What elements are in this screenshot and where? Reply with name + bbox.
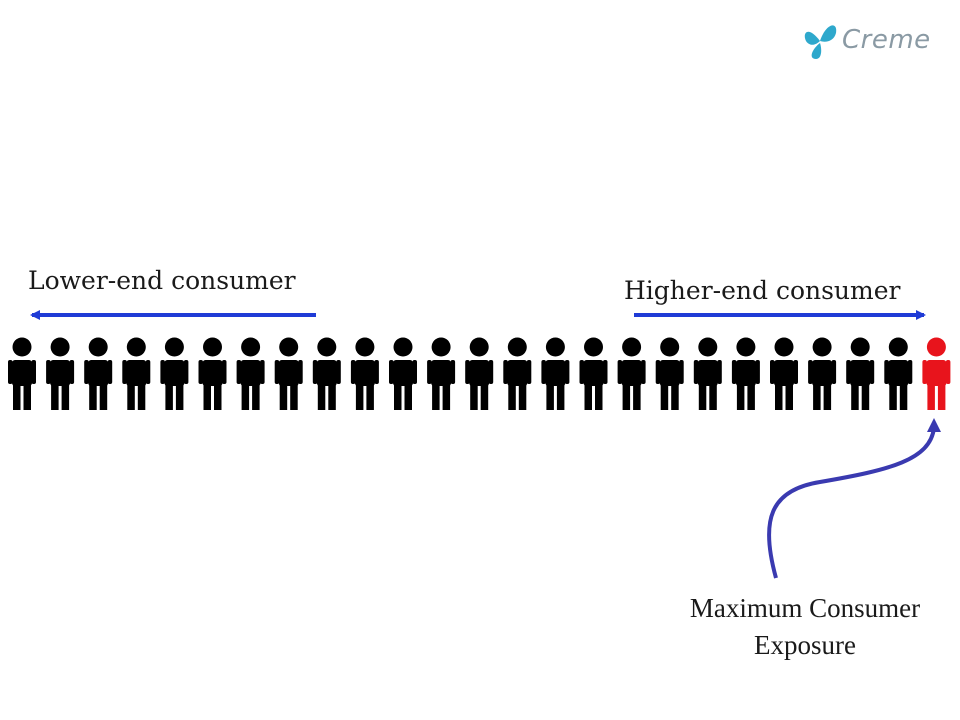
person-icon bbox=[579, 337, 608, 410]
person-icon bbox=[198, 337, 227, 410]
person-icon bbox=[8, 337, 36, 410]
person-icon bbox=[312, 337, 341, 410]
person-icon bbox=[122, 337, 151, 410]
person-icon bbox=[808, 337, 837, 410]
max-exposure-line1: Maximum Consumer bbox=[689, 593, 921, 623]
curved-arrow-head bbox=[927, 418, 941, 432]
person-icon-highlighted bbox=[922, 337, 951, 410]
lower-end-label: Lower-end consumer bbox=[28, 266, 296, 295]
person-icon bbox=[84, 337, 113, 410]
person-icon bbox=[731, 337, 760, 410]
person-icon bbox=[655, 337, 684, 410]
person-icon bbox=[541, 337, 570, 410]
person-icon bbox=[693, 337, 722, 410]
logo-text: Creme bbox=[842, 25, 931, 55]
person-icon bbox=[350, 337, 379, 410]
person-icon bbox=[160, 337, 189, 410]
butterfly-icon bbox=[804, 25, 837, 59]
person-icon bbox=[465, 337, 494, 410]
max-exposure-label: Maximum Consumer Exposure bbox=[650, 590, 960, 664]
curved-arrow bbox=[767, 427, 936, 579]
person-icon bbox=[617, 337, 646, 410]
person-icon bbox=[427, 337, 456, 410]
person-icon bbox=[274, 337, 303, 410]
max-exposure-line2: Exposure bbox=[754, 630, 856, 660]
person-icon bbox=[770, 337, 798, 410]
higher-end-label: Higher-end consumer bbox=[624, 276, 901, 305]
person-icon bbox=[46, 337, 75, 410]
person-icon bbox=[846, 337, 875, 410]
person-icon bbox=[236, 337, 265, 410]
person-icon bbox=[503, 337, 532, 410]
person-icon bbox=[389, 337, 417, 410]
creme-logo: Creme bbox=[800, 12, 932, 68]
person-icon bbox=[884, 337, 913, 410]
people-row bbox=[8, 337, 951, 410]
